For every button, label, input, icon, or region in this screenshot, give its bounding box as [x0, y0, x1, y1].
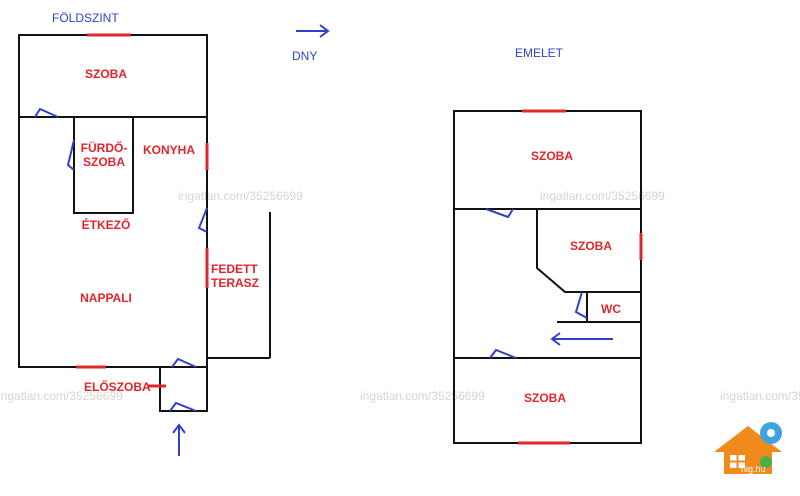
- room-label-szoba: SZOBA: [85, 67, 127, 81]
- room-label-furdo-2: SZOBA: [83, 155, 125, 169]
- room-label-terasz-2: TERASZ: [211, 276, 259, 290]
- door-swing: [169, 401, 197, 412]
- door-swing: [485, 208, 514, 219]
- watermark-text: ingatlan.com/35256699: [540, 189, 665, 203]
- floor-label-upper: EMELET: [515, 46, 564, 60]
- door-swing: [574, 291, 588, 319]
- orientation-arrow: [296, 24, 330, 38]
- room-label-szoba: SZOBA: [524, 391, 566, 405]
- logo-text: nig.hu: [741, 464, 766, 474]
- stair-arrow: [550, 332, 613, 346]
- entrance-walls: [159, 366, 208, 412]
- orientation-label: DNY: [292, 49, 317, 63]
- room-label-furdo-1: FÜRDŐ-: [81, 140, 128, 155]
- door-swing: [171, 357, 197, 368]
- entrance-arrow: [172, 423, 186, 456]
- upper-floor: SZOBA SZOBA WC SZOBA: [453, 109, 643, 445]
- room-label-szoba: SZOBA: [531, 149, 573, 163]
- watermark-group: ingatlan.com/35256699 ingatlan.com/35256…: [0, 189, 800, 403]
- site-logo: nig.hu: [714, 422, 782, 474]
- watermark-text: ingatlan.com/35256699: [0, 389, 123, 403]
- room-label-szoba: SZOBA: [570, 239, 612, 253]
- room-label-wc: WC: [601, 302, 621, 316]
- watermark-text: ingatlan.com/35256699: [360, 389, 485, 403]
- door-swing: [34, 107, 59, 118]
- ground-floor: SZOBA FÜRDŐ- SZOBA KONYHA ÉTKEZŐ NAPPALI…: [18, 33, 271, 456]
- room-label-konyha: KONYHA: [143, 143, 195, 157]
- wall: [536, 209, 641, 293]
- floor-label-ground: FÖLDSZINT: [52, 11, 119, 25]
- door-swing: [197, 207, 208, 233]
- watermark-text: ingatlan.com/35256699: [178, 189, 303, 203]
- room-label-etkezo: ÉTKEZŐ: [82, 217, 131, 232]
- room-label-nappali: NAPPALI: [80, 291, 132, 305]
- room-label-terasz-1: FEDETT: [211, 262, 258, 276]
- watermark-text: ingatlan.com/35256699: [720, 389, 800, 403]
- room-label-eloszoba: ELŐSZOBA: [84, 379, 151, 394]
- bathroom-walls: [73, 116, 134, 214]
- door-swing: [66, 139, 75, 171]
- door-swing: [489, 348, 517, 359]
